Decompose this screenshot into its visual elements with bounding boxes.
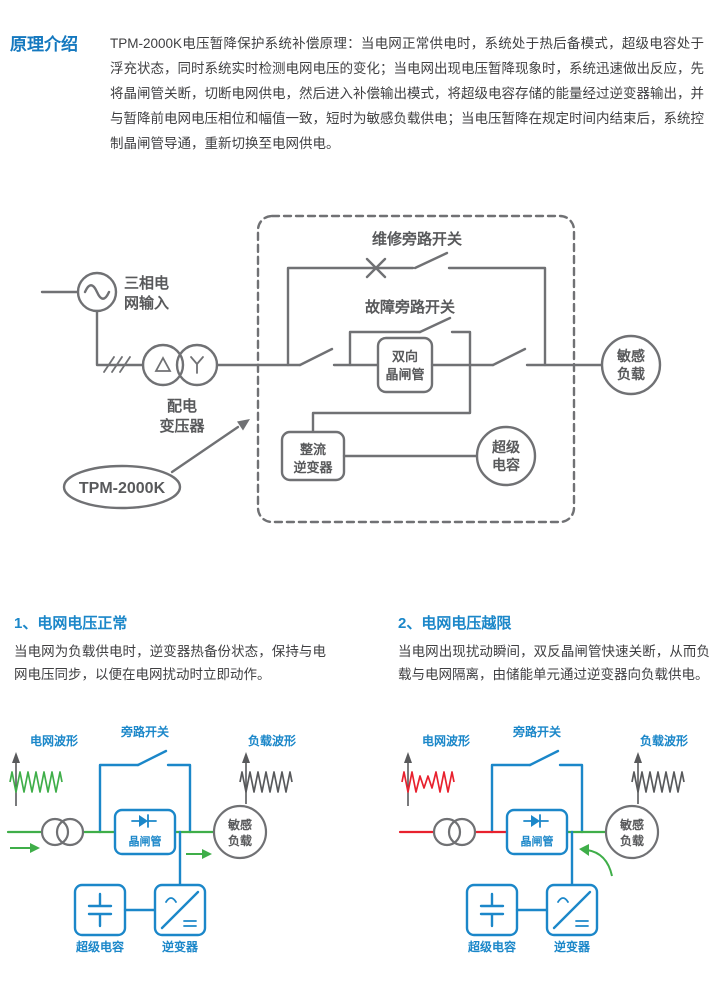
main-circuit-diagram: 维修旁路开关 故障旁路开关 三相电 网输入 配电 变压器 双向 晶闸管 敏感 负… [40, 214, 662, 524]
grid-wave-label: 电网波形 [30, 733, 78, 748]
inverter-flow-arrow-line [586, 849, 613, 877]
inverter-label: 逆变器 [554, 939, 591, 954]
thyristor-box [113, 808, 177, 856]
capacitor-symbol-icon [479, 892, 505, 928]
thyristor-label: 晶闸管 [521, 834, 554, 848]
transformer-primary-icon [40, 817, 70, 847]
section1-title: 1、电网电压正常 [14, 615, 128, 632]
output-switch-blade-icon [491, 347, 527, 367]
product-label: TPM-2000K [79, 480, 166, 497]
cross-mark-icon [365, 257, 387, 279]
transformer-secondary-icon [55, 817, 85, 847]
flow-arrowhead-right-icon [202, 849, 212, 859]
load-axis-arrow-icon [634, 752, 642, 763]
inverter-dc-icon [575, 920, 589, 927]
inverter-dc-icon [183, 920, 197, 927]
callout-arrow-line [170, 425, 240, 474]
maintenance-bypass-label: 维修旁路开关 [372, 230, 462, 248]
grid-waveform-disturbed [401, 771, 455, 793]
grid-wave-label: 电网波形 [422, 733, 470, 748]
compensation-unit-boundary [256, 214, 576, 524]
bypass-switch-blade-icon [528, 749, 560, 767]
supercap-label-line1: 超级 [491, 439, 521, 455]
transformer-primary-icon [432, 817, 462, 847]
load-label-line2: 负载 [620, 833, 644, 848]
grid-axis-arrow-icon [12, 752, 20, 763]
sensitive-load-node [604, 804, 660, 860]
fault-bypass-line [348, 330, 472, 367]
bypass-switch-blade-icon [136, 749, 168, 767]
delta-winding-icon [154, 356, 172, 372]
product-callout-bubble [62, 464, 182, 510]
sensitive-load-node [600, 334, 662, 396]
load-waveform [631, 771, 685, 793]
inverter-sine-icon [557, 897, 569, 903]
thyristor-triangle-icon [531, 815, 540, 827]
diagram-grid-overlimit: 电网波形 旁路开关 晶闸管 敏感 负载 负载波形 超级电容 逆变器 [398, 724, 688, 954]
fault-switch-blade-icon [418, 316, 452, 334]
grid-input-label-line1: 三相电 [124, 274, 169, 292]
callout-arrowhead-icon [237, 419, 250, 431]
bypass-line [490, 763, 584, 834]
bypass-label: 旁路开关 [512, 724, 561, 739]
load-label-line1: 敏感 [616, 348, 645, 364]
load-label-line2: 负载 [228, 833, 252, 848]
bypass-line [98, 763, 192, 834]
grid-axis-arrow-icon [404, 752, 412, 763]
intro-paragraph: TPM-2000K电压暂降保护系统补偿原理：当电网正常供电时，系统处于热后备模式… [110, 36, 704, 151]
storage-branch-line [311, 363, 472, 434]
inverter-sine-icon [165, 897, 177, 903]
section2-body: 当电网出现扰动瞬间，双反晶闸管快速关断，从而负载与电网隔离，由储能单元通过逆变器… [398, 644, 710, 682]
inverter-label: 逆变器 [162, 939, 199, 954]
supercap-label: 超级电容 [467, 939, 516, 954]
inverter-flow-arrowhead-icon [579, 844, 589, 856]
bypass-label: 旁路开关 [120, 724, 169, 739]
supercap-box [73, 883, 127, 937]
thyristor-triangle-icon [139, 815, 148, 827]
supercap-label: 超级电容 [75, 939, 124, 954]
thyristor-box [505, 808, 569, 856]
fault-bypass-label: 故障旁路开关 [365, 298, 455, 316]
transformer-label-line1: 配电 [167, 397, 197, 415]
page-title: 原理介绍 [10, 35, 78, 54]
source-to-transformer-line [95, 309, 145, 367]
inverter-diagonal-icon [160, 890, 200, 930]
grid-input-label-line2: 网输入 [124, 294, 169, 312]
thyristor-label-line2: 晶闸管 [385, 367, 424, 382]
inverter-diagonal-icon [552, 890, 592, 930]
section1-body: 当电网为负载供电时，逆变器热备份状态，保持与电网电压同步，以便在电网扰动时立即动… [14, 644, 326, 682]
thyristor-box [376, 336, 434, 394]
load-axis-arrow-icon [242, 752, 250, 763]
rectifier-label-line1: 整流 [299, 442, 326, 457]
sensitive-load-node [212, 804, 268, 860]
supercap-node [475, 425, 537, 487]
transformer-secondary-icon [447, 817, 477, 847]
maintenance-switch-blade-icon [413, 251, 449, 270]
diagram-grid-normal: 电网波形 旁路开关 晶闸管 敏感 负载 负载波形 超级电容 逆变器 [6, 724, 296, 954]
load-label-line2: 负载 [617, 366, 645, 382]
section2-title: 2、电网电压越限 [398, 615, 512, 632]
maintenance-bypass-line [286, 266, 547, 367]
load-waveform [239, 771, 293, 793]
rectifier-label-line2: 逆变器 [293, 460, 333, 475]
load-label-line1: 敏感 [619, 817, 644, 832]
sine-wave-icon [83, 284, 111, 300]
thyristor-label: 晶闸管 [129, 834, 162, 848]
supercap-box [465, 883, 519, 937]
thyristor-label-line1: 双向 [392, 349, 418, 364]
transformer-label-line2: 变压器 [159, 417, 205, 435]
load-wave-label: 负载波形 [248, 733, 296, 748]
load-label-line1: 敏感 [227, 817, 252, 832]
capacitor-symbol-icon [87, 892, 113, 928]
flow-arrowhead-left-icon [30, 843, 40, 853]
load-wave-label: 负载波形 [640, 733, 688, 748]
transformer-primary-icon [141, 343, 185, 387]
grid-waveform-normal [9, 771, 63, 793]
three-phase-hash-icon [103, 356, 131, 373]
input-switch-blade-icon [298, 347, 334, 367]
wye-winding-icon [190, 356, 204, 374]
supercap-label-line2: 电容 [492, 457, 520, 473]
